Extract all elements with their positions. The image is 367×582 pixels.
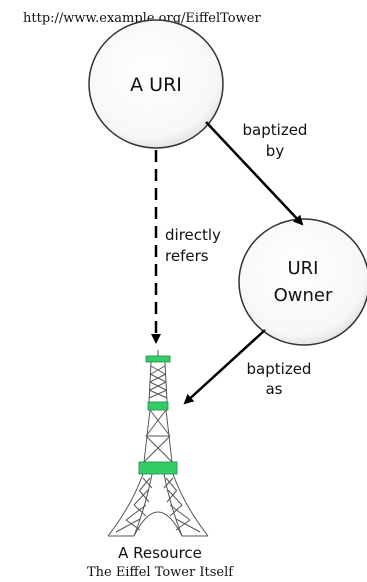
uri-owner-label-line2: Owner: [274, 285, 333, 306]
url-text: http://www.example.org/EiffelTower: [23, 11, 261, 26]
eiffel-tower-icon: [107, 350, 209, 537]
resource-label: A Resource: [118, 544, 202, 562]
uri-node-circle: [88, 19, 224, 149]
baptized-as-label-line2: as: [265, 380, 282, 398]
tower-second-platform: [147, 401, 169, 411]
uri-node: A URI: [88, 19, 224, 149]
uri-owner-node: URI Owner: [238, 218, 367, 346]
baptized-by-arrow: [205, 121, 304, 226]
baptized-as-arrow: [183, 329, 266, 405]
uri-node-label: A URI: [130, 74, 182, 96]
baptized-by-label-line1: baptized: [243, 121, 308, 139]
resource-caption: The Eiffel Tower Itself: [87, 565, 234, 580]
tower-first-platform: [138, 461, 178, 475]
uri-owner-node-circle: [238, 218, 367, 346]
baptized-as-label-line1: baptized: [247, 360, 312, 378]
uri-owner-label-line1: URI: [288, 258, 319, 279]
directly-refers-label-line1: directly: [165, 226, 221, 244]
tower-top-platform: [145, 355, 171, 363]
baptized-by-label-line2: by: [266, 142, 285, 160]
directly-refers-label-line2: refers: [165, 247, 209, 265]
